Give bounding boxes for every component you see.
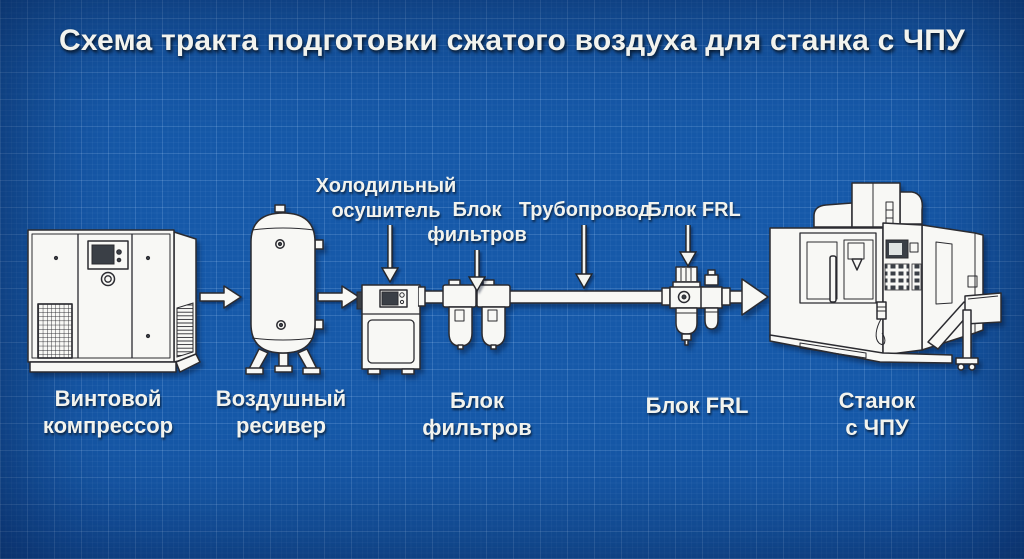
callout-arrow-pipeline xyxy=(574,225,594,289)
frl-filter-bowl xyxy=(675,307,698,335)
cnc-door-window xyxy=(843,239,874,300)
cnc-machine-illustration xyxy=(769,182,1002,371)
cnc-door-frame xyxy=(799,232,877,304)
flow-arrow-to-cnc xyxy=(741,278,769,316)
cnc-side-window xyxy=(935,241,953,305)
dryer-display xyxy=(381,291,399,306)
callout-arrow-filters xyxy=(467,250,487,292)
receiver-port xyxy=(314,319,324,330)
cnc-pendant-cable xyxy=(875,318,886,346)
cnc-door-handle xyxy=(829,255,837,303)
receiver-leg xyxy=(278,352,289,368)
frl-regulator xyxy=(661,266,704,346)
cnc-column xyxy=(851,182,901,228)
filter-bowl xyxy=(448,306,473,347)
diagram-title: Схема тракта подготовки сжатого воздуха … xyxy=(59,24,965,57)
flow-arrow-receiver-to-dryer xyxy=(317,285,360,309)
callout-arrow-frl xyxy=(678,225,698,267)
label-filters: Блок фильтров xyxy=(422,388,532,440)
callout-arrow-dryer xyxy=(380,225,400,283)
receiver-tank xyxy=(250,212,316,354)
refrigerated-dryer-illustration xyxy=(356,284,421,375)
frl-lubricator-bowl xyxy=(704,307,719,330)
cnc-button-grid xyxy=(911,263,922,291)
filter-bowl xyxy=(481,306,506,347)
cnc-front-panel xyxy=(769,227,884,356)
callout-filters-label: Блок фильтров xyxy=(427,199,527,246)
label-cnc: Станок с ЧПУ xyxy=(838,388,916,440)
callout-frl-label: Блок FRL xyxy=(647,199,741,221)
receiver-port xyxy=(314,239,324,250)
compressor-emergency-button xyxy=(100,271,116,287)
cnc-spindle-hood xyxy=(813,202,853,228)
air-receiver-illustration xyxy=(245,204,324,375)
cnc-spindle-nose xyxy=(851,258,863,271)
compressor-side-vent xyxy=(176,302,194,358)
label-frl: Блок FRL xyxy=(645,393,749,418)
frl-lubricator xyxy=(700,269,731,330)
compressor-side-base xyxy=(175,353,201,373)
receiver-leg xyxy=(297,348,318,370)
cnc-door-window xyxy=(806,241,838,300)
screw-compressor-illustration xyxy=(27,229,201,373)
label-receiver: Воздушный ресивер xyxy=(215,386,347,438)
callout-dryer-label: Холодильный осушитель xyxy=(315,175,457,222)
callout-pipeline-label: Трубопровод xyxy=(518,199,652,221)
filter-unit xyxy=(476,279,511,350)
filter-unit xyxy=(442,279,477,350)
cnc-base xyxy=(769,334,953,364)
compressor-display xyxy=(91,244,115,265)
receiver-leg xyxy=(248,348,269,370)
label-compressor: Винтовой компрессор xyxy=(42,386,174,438)
cnc-conveyor-leg xyxy=(962,309,972,361)
cnc-button-grid xyxy=(884,263,910,291)
receiver-top-nozzle xyxy=(274,204,286,213)
compressor-base xyxy=(29,361,177,373)
pipeline-assembly-illustration xyxy=(418,266,769,350)
frl-lubricator-body xyxy=(700,286,723,309)
dryer-door xyxy=(367,319,415,364)
flow-arrow-compressor-to-receiver xyxy=(199,285,242,309)
